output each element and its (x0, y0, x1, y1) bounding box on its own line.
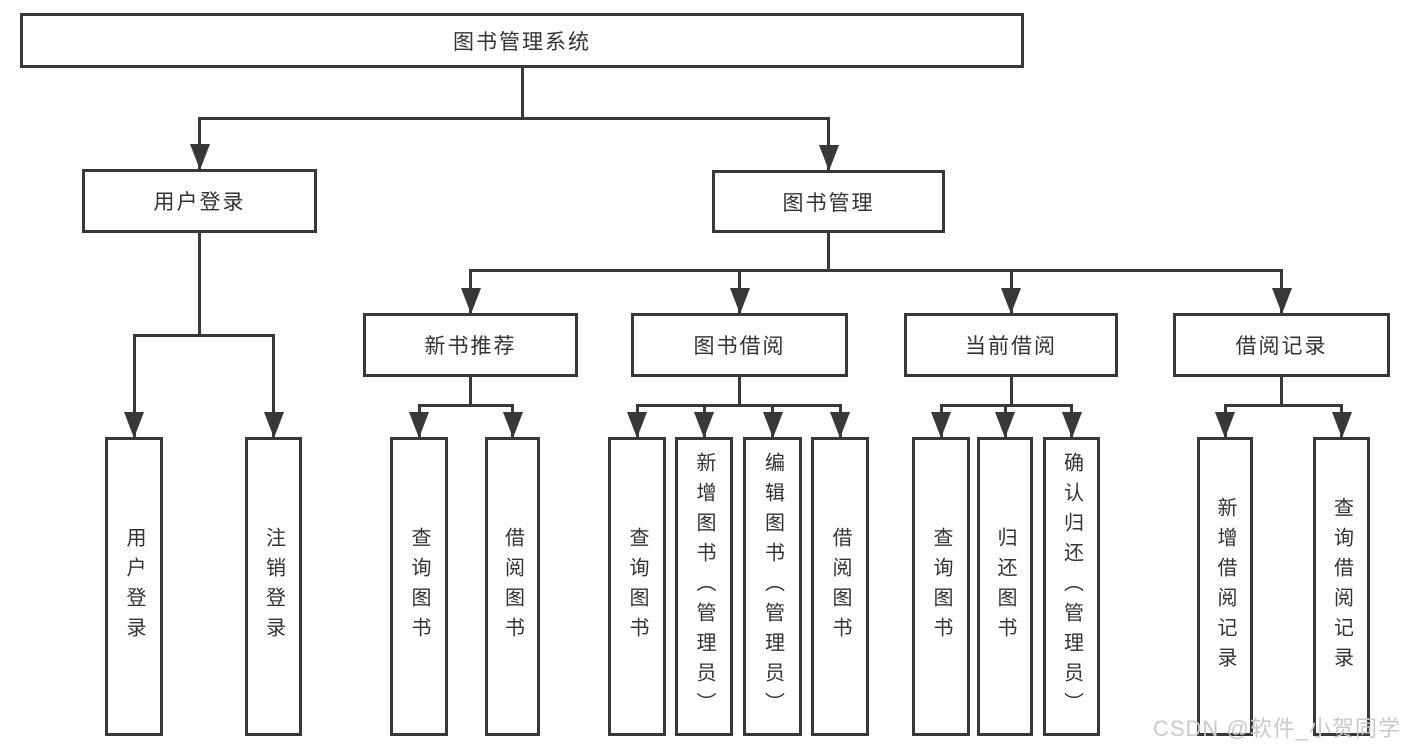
node-label: 归还图书 (994, 526, 1016, 647)
arrow-down-icon (1271, 288, 1292, 314)
node-book-borrow: 图书借阅 (631, 313, 848, 377)
node-leaf-borrow-book-1: 借阅图书 (485, 437, 540, 736)
node-label: 借阅图书 (829, 526, 851, 647)
node-leaf-add-book: 新增图书（管理员） (675, 437, 733, 736)
connector-line (827, 118, 830, 170)
node-current-borrow: 当前借阅 (904, 313, 1118, 377)
arrow-down-icon (729, 288, 750, 314)
arrow-down-icon (502, 412, 523, 438)
node-label: 查询借阅记录 (1330, 496, 1353, 677)
node-label: 确认归还（管理员） (1060, 451, 1083, 722)
connector-line (132, 333, 275, 337)
csdn-watermark: CSDN @软件_小贺同学 (1152, 716, 1401, 741)
connector-line (827, 233, 830, 270)
connector-line (520, 68, 524, 118)
node-label: 图书管理系统 (453, 30, 591, 54)
arrow-down-icon (460, 288, 481, 314)
node-label: 编辑图书（管理员） (761, 451, 784, 722)
node-label: 新书推荐 (424, 335, 517, 358)
arrow-down-icon (1215, 412, 1235, 438)
node-new-book-rec: 新书推荐 (363, 313, 578, 377)
node-label: 新增借阅记录 (1214, 496, 1236, 677)
arrow-down-icon (189, 144, 210, 170)
node-leaf-user-login: 用户登录 (105, 437, 163, 736)
node-leaf-return-book: 归还图书 (977, 437, 1033, 736)
connector-line (738, 377, 741, 405)
arrow-down-icon (409, 412, 429, 438)
node-label: 图书管理 (782, 191, 875, 215)
arrow-down-icon (1331, 412, 1352, 438)
connector-line (198, 233, 201, 335)
connector-line (635, 403, 842, 407)
connector-line (198, 116, 830, 120)
connector-line (469, 268, 1283, 272)
node-label: 借阅图书 (501, 526, 524, 647)
arrow-down-icon (1001, 288, 1021, 314)
node-label: 查询图书 (626, 526, 648, 647)
node-leaf-confirm-return: 确认归还（管理员） (1043, 437, 1100, 736)
node-label: 用户登录 (123, 526, 145, 647)
arrow-down-icon (627, 412, 647, 438)
node-leaf-query-book-3: 查询图书 (912, 437, 970, 736)
node-leaf-query-book-1: 查询图书 (390, 437, 448, 736)
node-root: 图书管理系统 (20, 13, 1024, 68)
node-user-login: 用户登录 (82, 169, 317, 233)
connector-line (1223, 403, 1343, 407)
connector-line (417, 403, 514, 407)
node-leaf-add-record: 新增借阅记录 (1197, 437, 1253, 736)
arrow-down-icon (931, 412, 951, 438)
node-leaf-query-record: 查询借阅记录 (1313, 437, 1370, 736)
node-label: 注销登录 (262, 526, 285, 647)
connector-line (132, 335, 136, 437)
arrow-down-icon (1061, 412, 1082, 438)
connector-line (1280, 377, 1283, 405)
arrow-down-icon (995, 412, 1015, 438)
connector-line (1009, 377, 1013, 405)
node-label: 查询图书 (408, 526, 430, 647)
node-label: 查询图书 (930, 526, 952, 647)
arrow-down-icon (124, 412, 144, 438)
node-book-mgmt: 图书管理 (712, 170, 945, 233)
node-borrow-records: 借阅记录 (1173, 313, 1390, 377)
node-leaf-edit-book: 编辑图书（管理员） (743, 437, 802, 736)
connector-line (198, 118, 201, 169)
connector-line (272, 335, 275, 437)
arrow-down-icon (263, 412, 284, 438)
connector-line (469, 377, 472, 405)
arrow-down-icon (762, 412, 783, 438)
node-leaf-logout: 注销登录 (245, 437, 302, 736)
node-leaf-borrow-book-2: 借阅图书 (811, 437, 869, 736)
arrow-down-icon (818, 145, 839, 171)
node-label: 当前借阅 (965, 335, 1057, 358)
node-label: 借阅记录 (1235, 335, 1328, 358)
node-label: 新增图书（管理员） (693, 451, 715, 722)
arrow-down-icon (694, 412, 714, 438)
node-label: 用户登录 (153, 191, 246, 214)
node-leaf-query-book-2: 查询图书 (608, 437, 666, 736)
arrow-down-icon (830, 412, 850, 438)
node-label: 图书借阅 (693, 335, 786, 358)
